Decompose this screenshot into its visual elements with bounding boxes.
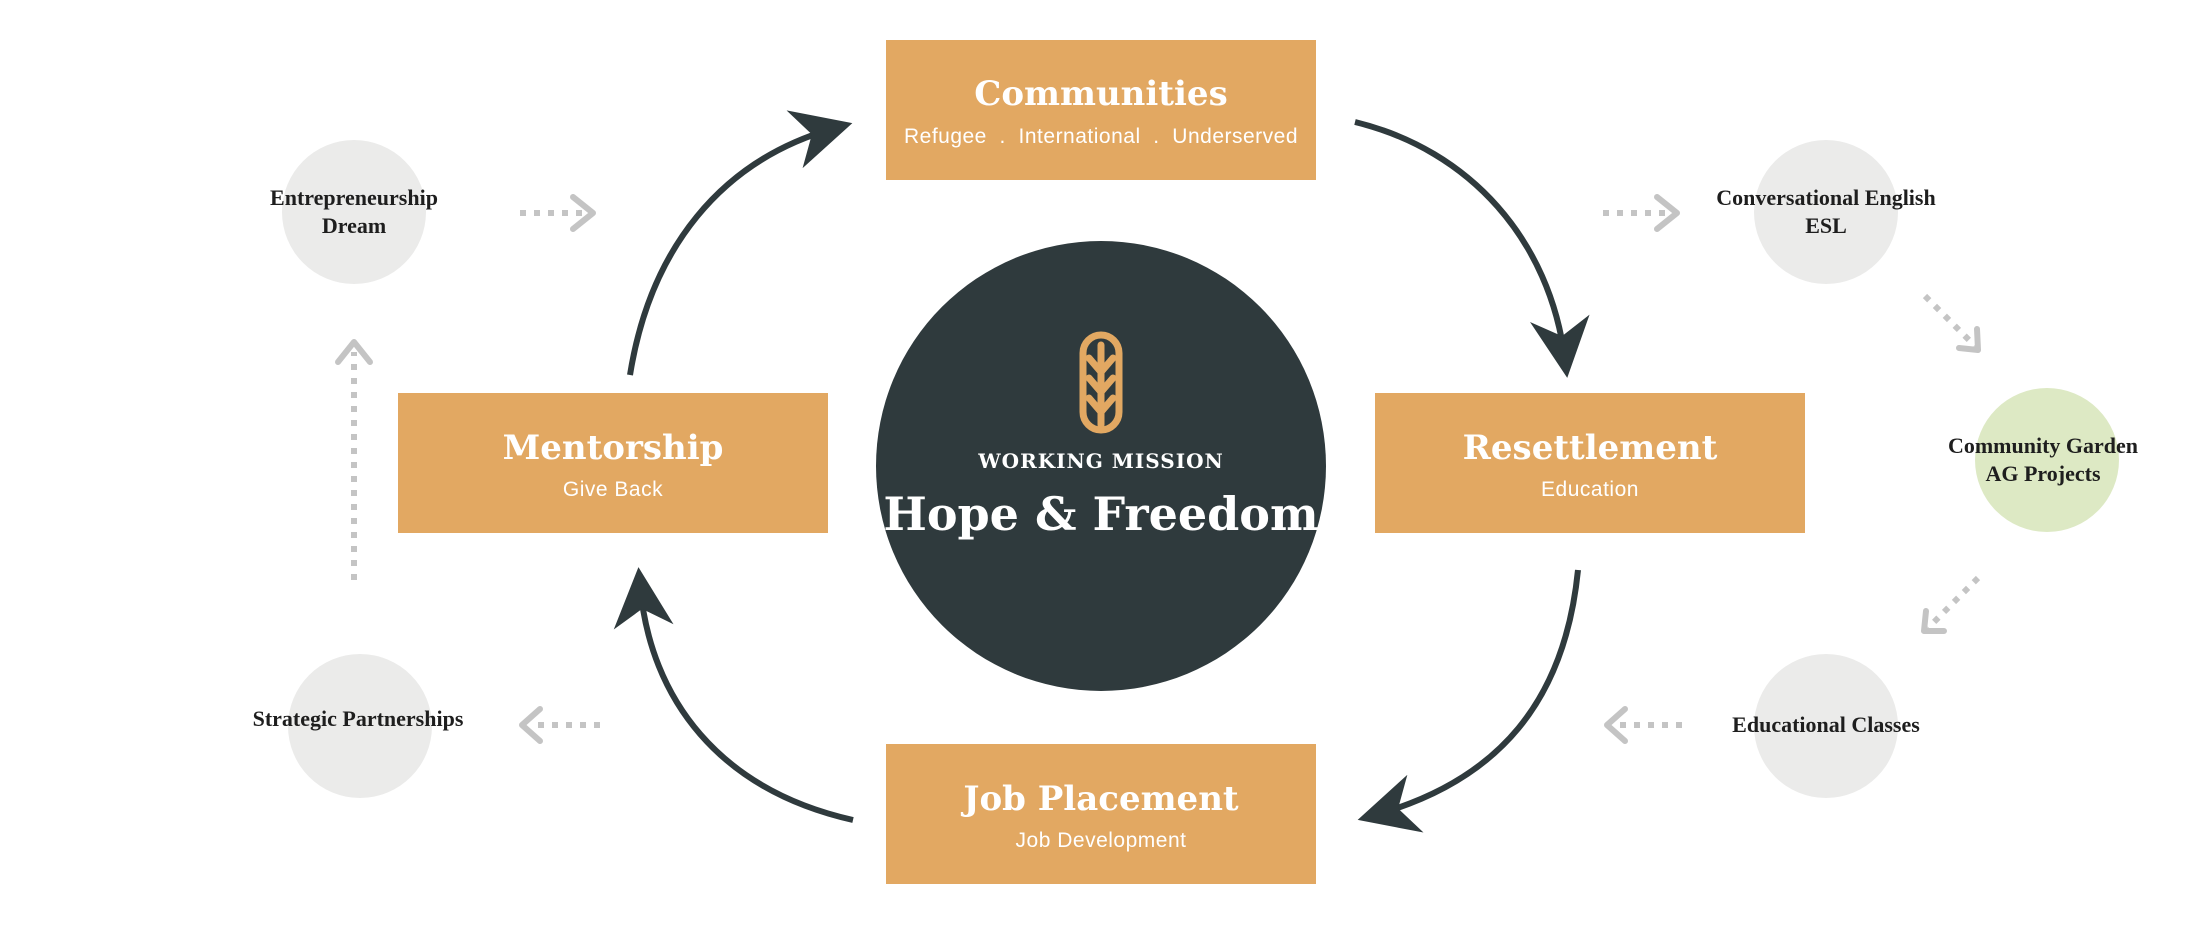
node-strategic-partnerships: Strategic Partnerships [253,654,464,798]
node-entrepreneurship: Entrepreneurship Dream [270,140,438,284]
node-conversational-english: Conversational English ESL [1716,140,1936,284]
node-educational-line1: Educational Classes [1732,712,1920,737]
arrow-garden-to-educational [1921,575,1981,634]
wheat-icon [1079,331,1123,434]
box-mentorship-title: Mentorship [503,428,724,468]
arrow-to-conversational [1603,194,1680,232]
arrow-resettlement-to-jobplacement [1357,569,1581,833]
node-garden-line1: Community Garden [1948,433,2138,458]
node-garden-line2: AG Projects [1985,461,2100,486]
cycle-arrows [613,110,1590,833]
box-communities-subtitle: Refugee . International . Underserved [904,125,1298,148]
box-resettlement-subtitle: Education [1541,478,1639,501]
side-nodes: Entrepreneurship Dream Strategic Partner… [253,140,2138,798]
dotted-arrows [335,194,1981,744]
node-conversational-line1: Conversational English [1716,185,1935,210]
arrow-jobplacement-to-mentorship [613,567,854,823]
box-job-placement: Job Placement Job Development [886,744,1316,884]
box-resettlement-title: Resettlement [1463,428,1718,468]
box-communities: Communities Refugee . International . Un… [886,40,1316,180]
box-communities-title: Communities [974,74,1227,114]
center-title: Hope & Freedom [883,487,1318,541]
arrow-educational-left [1604,706,1682,744]
center-kicker: WORKING MISSION [977,449,1224,473]
box-mentorship: Mentorship Give Back [398,393,828,533]
center-hub: WORKING MISSION Hope & Freedom [876,241,1326,691]
cycle-boxes: Communities Refugee . International . Un… [398,40,1805,884]
node-community-garden: Community Garden AG Projects [1948,388,2138,532]
arrow-communities-to-resettlement [1354,119,1590,378]
arrow-conversational-to-garden [1922,293,1981,353]
node-conversational-line2: ESL [1805,213,1847,238]
arrow-strategic-up [335,339,373,580]
node-educational-classes: Educational Classes [1732,654,1920,798]
box-jobplacement-title: Job Placement [960,779,1239,819]
box-resettlement: Resettlement Education [1375,393,1805,533]
node-entrepreneurship-line2: Dream [322,213,386,238]
arrow-mentorship-to-communities [627,110,853,376]
box-jobplacement-subtitle: Job Development [1016,829,1187,852]
node-strategic-line1: Strategic Partnerships [253,706,464,731]
box-mentorship-subtitle: Give Back [563,478,663,501]
arrow-entrepreneurship-right [520,194,596,232]
node-entrepreneurship-line1: Entrepreneurship [270,185,438,210]
arrow-to-strategic-left [519,706,600,744]
